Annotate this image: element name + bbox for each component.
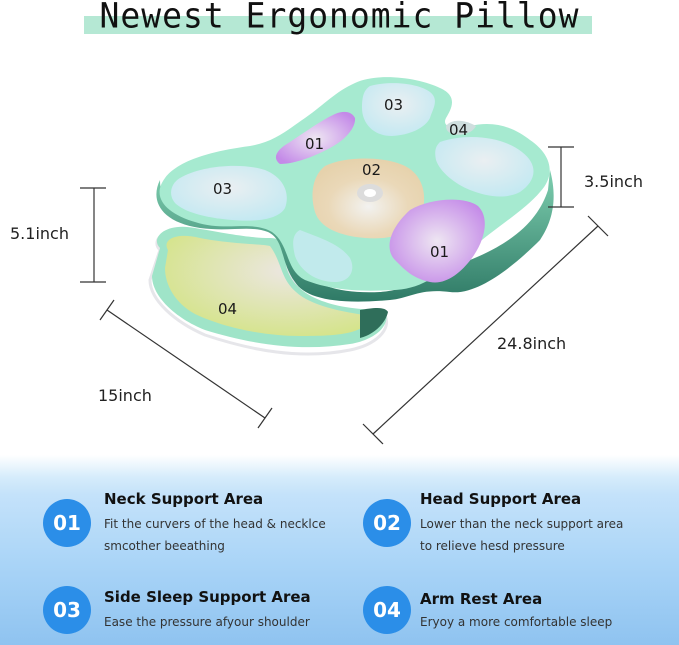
zone-label-03-top: 03 <box>384 96 404 114</box>
feature-title: Side Sleep Support Area <box>104 588 311 606</box>
badge-01: 01 <box>43 499 91 547</box>
badge-02: 02 <box>363 499 411 547</box>
feature-title: Head Support Area <box>420 490 582 508</box>
zone-label-03-left: 03 <box>213 180 233 198</box>
zone-label-01-top: 01 <box>305 135 325 153</box>
features-panel: 01 Neck Support Area Fit the curvers of … <box>0 455 679 645</box>
dimension-height-right: 3.5inch <box>584 172 643 191</box>
badge-04: 04 <box>363 586 411 634</box>
zone-label-01-right: 01 <box>430 243 450 261</box>
dimension-height-left: 5.1inch <box>10 224 69 243</box>
feature-title: Neck Support Area <box>104 490 264 508</box>
zone-label-04-bottom: 04 <box>218 300 238 318</box>
product-illustration: 03 04 01 02 03 01 04 5.1inch 3.5inch 15i… <box>0 44 679 464</box>
feature-desc-line-1: Fit the curvers of the head & necklce <box>104 517 326 531</box>
feature-desc-line-1: Ease the pressure afyour shoulder <box>104 615 310 629</box>
zone-label-02-center: 02 <box>362 161 382 179</box>
badge-03: 03 <box>43 586 91 634</box>
feature-desc-line-2: to relieve hesd pressure <box>420 539 565 553</box>
zone-label-04-top: 04 <box>449 121 469 139</box>
feature-title: Arm Rest Area <box>420 590 543 608</box>
feature-desc-line-1: Eryoy a more comfortable sleep <box>420 615 613 629</box>
title-accent-band <box>84 16 592 34</box>
header: Newest Ergonomic Pillow <box>0 0 679 44</box>
page-title: Newest Ergonomic Pillow <box>99 0 580 36</box>
dimension-length: 24.8inch <box>497 334 567 353</box>
feature-desc-line-1: Lower than the neck support area <box>420 517 624 531</box>
dimension-width: 15inch <box>98 386 152 405</box>
pillow-illustration <box>80 77 609 445</box>
feature-desc-line-2: smcother beeathing <box>104 539 225 553</box>
